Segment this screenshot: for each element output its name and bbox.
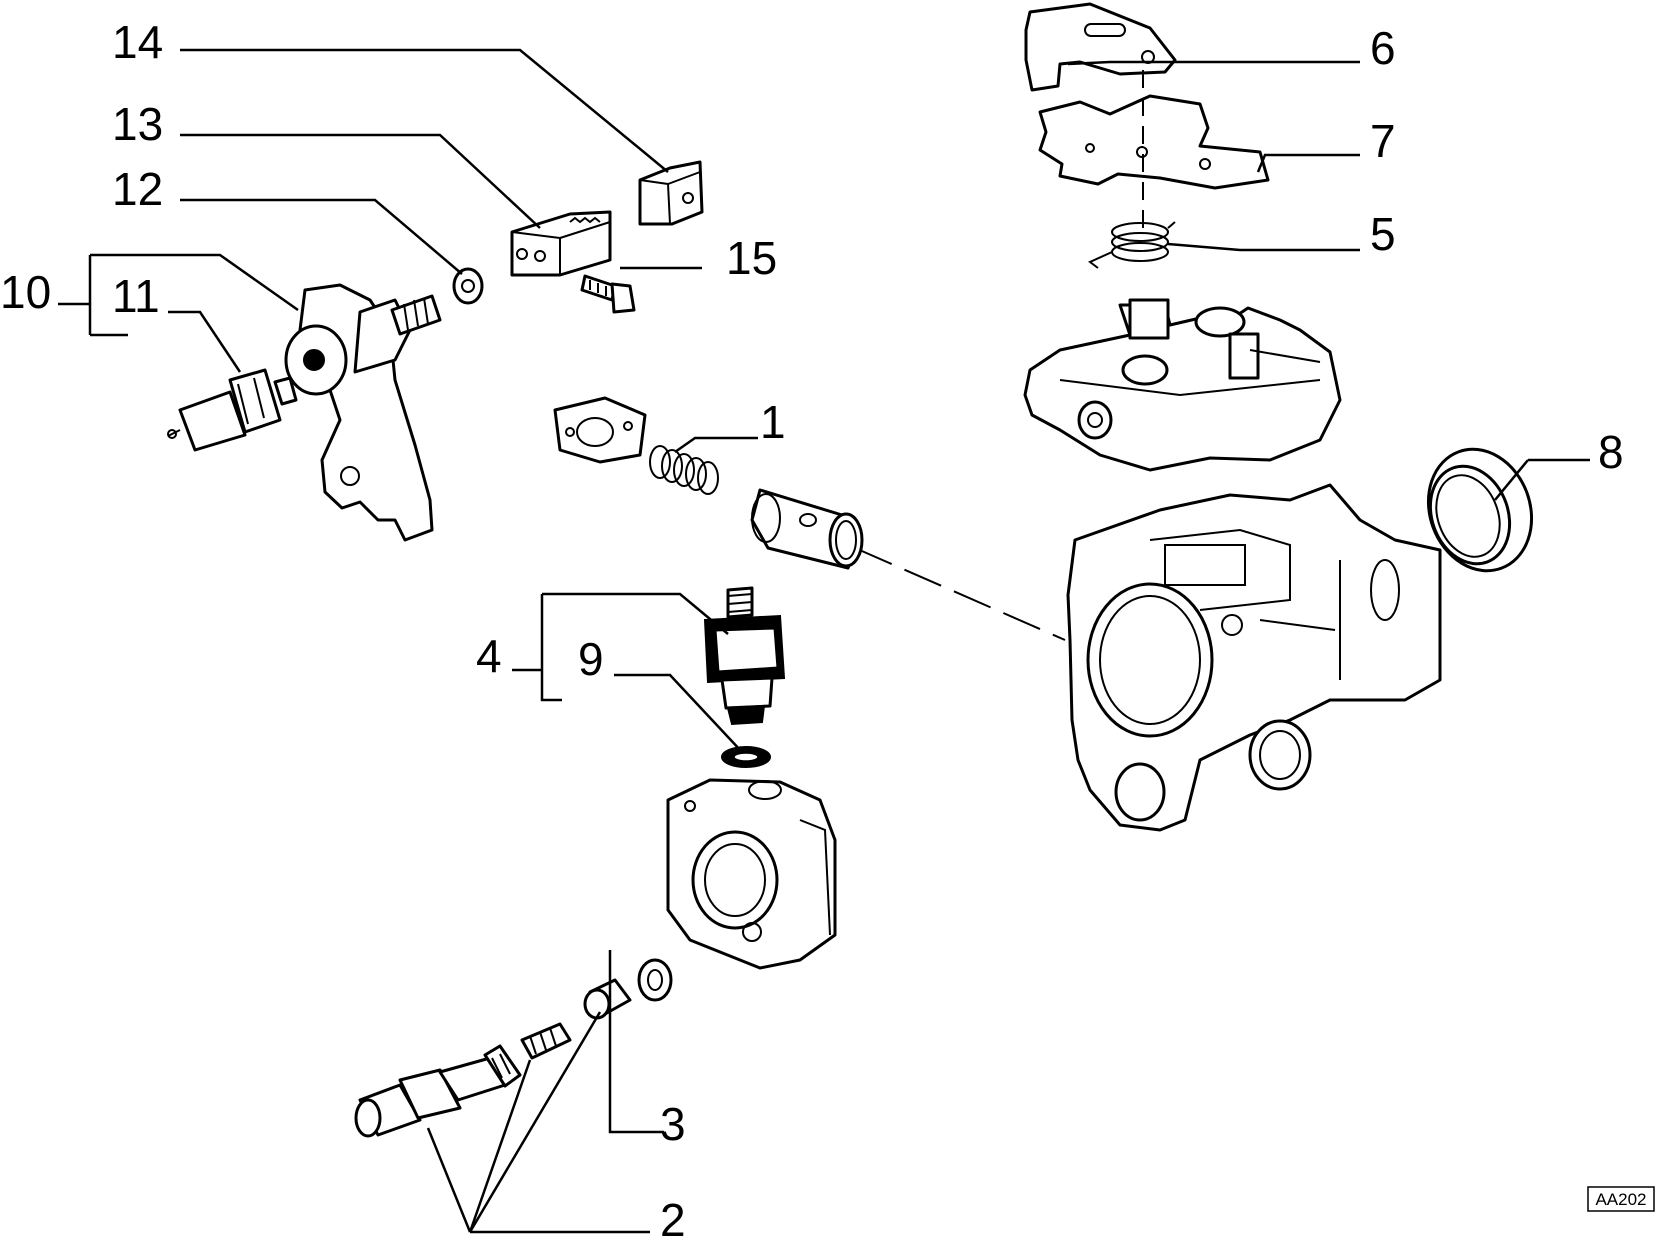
reference-code: AA202 xyxy=(1595,1190,1646,1209)
part-12-nut xyxy=(452,267,484,305)
callout-labels: 14 13 12 10 11 15 1 6 7 5 8 4 9 3 2 xyxy=(0,16,1624,1240)
part-6-lever-plate xyxy=(1024,2,1177,92)
callout-5: 5 xyxy=(1370,208,1396,260)
part-1-spring xyxy=(649,445,719,495)
callout-12: 12 xyxy=(112,163,163,215)
callout-15: 15 xyxy=(726,232,777,284)
callout-4: 4 xyxy=(476,630,502,682)
part-11-sensor xyxy=(167,368,298,452)
part-10-bracket-assembly xyxy=(284,283,442,542)
small-spring xyxy=(520,1022,572,1060)
distributor-head xyxy=(666,778,837,970)
part-7-bracket-plate xyxy=(1038,94,1270,190)
plug-fitting xyxy=(583,978,632,1020)
piston-sleeve xyxy=(750,488,864,570)
part-14-block xyxy=(638,160,704,226)
pump-cover-housing xyxy=(1023,298,1342,472)
callout-10: 10 xyxy=(0,266,51,318)
pump-main-body xyxy=(1066,483,1442,832)
bracket-10-11 xyxy=(58,255,128,337)
part-2-screw-fitting xyxy=(354,1044,522,1138)
callout-13: 13 xyxy=(112,98,163,150)
gasket-plate xyxy=(553,396,647,464)
callout-6: 6 xyxy=(1370,22,1396,74)
callout-3: 3 xyxy=(660,1098,686,1150)
reference-code-box: AA202 xyxy=(1587,1186,1655,1212)
part-9-washer xyxy=(721,746,771,768)
callout-14: 14 xyxy=(112,16,163,68)
bracket-4-9 xyxy=(512,594,562,702)
callout-2: 2 xyxy=(660,1194,686,1240)
part-3-washer xyxy=(637,958,673,1002)
part-15-bolt xyxy=(580,274,636,314)
callout-7: 7 xyxy=(1370,115,1396,167)
assembly-axis-piston xyxy=(854,547,1066,641)
part-13-toothed-block xyxy=(510,210,612,277)
callout-1: 1 xyxy=(760,396,786,448)
callout-9: 9 xyxy=(578,633,604,685)
callout-8: 8 xyxy=(1598,426,1624,478)
part-4-valve-assembly xyxy=(703,586,786,726)
leader-lines xyxy=(90,48,1590,1234)
part-8-seal-ring xyxy=(1426,447,1534,573)
callout-11: 11 xyxy=(112,270,160,322)
part-5-torsion-spring xyxy=(1088,221,1176,269)
